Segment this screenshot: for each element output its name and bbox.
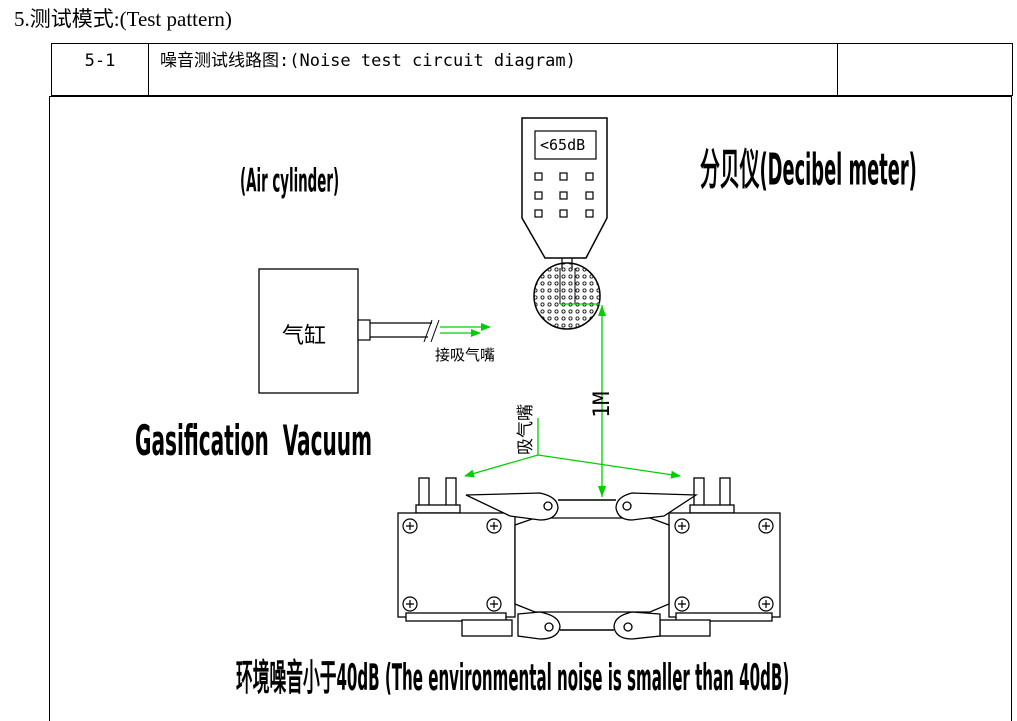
spec-table-row: 5-1 噪音测试线路图:(Noise test circuit diagram) xyxy=(51,43,1013,96)
suction-nozzle-label: 吸气嘴 xyxy=(516,404,536,455)
air-cylinder-label: (Air cylinder) xyxy=(240,162,340,200)
suction-pointer xyxy=(464,418,681,479)
mode-label: Gasification Vacuum xyxy=(135,417,373,466)
spec-id-cell: 5-1 xyxy=(52,44,149,95)
spec-title-cell: 噪音测试线路图:(Noise test circuit diagram) xyxy=(148,44,838,95)
distance-label: 1M xyxy=(590,391,615,419)
decibel-meter-icon xyxy=(521,117,608,270)
air-cylinder-icon xyxy=(258,268,440,394)
meter-display-text: <65dB xyxy=(540,136,586,154)
section-title: 5.测试模式:(Test pattern) xyxy=(14,7,232,31)
vacuum-pump-icon xyxy=(397,477,781,640)
pump-screws xyxy=(402,518,774,612)
diagram-frame xyxy=(49,96,1012,721)
decibel-meter-label: 分贝仪(Decibel meter) xyxy=(700,144,917,196)
microphone-icon xyxy=(533,262,601,330)
cylinder-box-text: 气缸 xyxy=(282,324,327,349)
noise-note: 环境噪音小于40dB (The environmental noise is s… xyxy=(236,657,790,700)
nozzle-label: 接吸气嘴 xyxy=(435,346,496,364)
